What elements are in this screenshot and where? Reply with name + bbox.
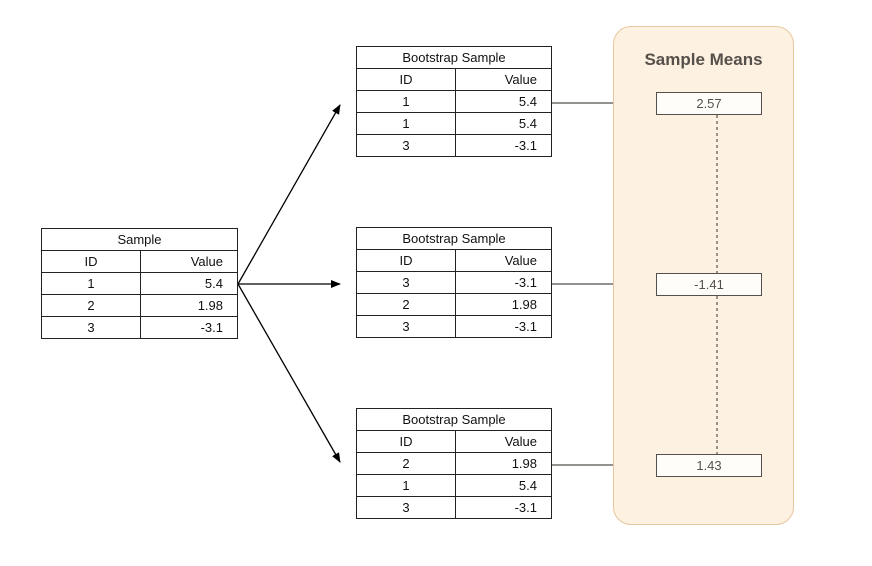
table-row: 1 5.4 [356, 112, 552, 135]
cell-id: 2 [41, 294, 141, 317]
column-header-id: ID [41, 250, 141, 273]
table-title: Bootstrap Sample [356, 46, 552, 69]
column-header-value: Value [455, 249, 552, 272]
sample-table: Sample ID Value 1 5.4 2 1.98 3 -3.1 [41, 228, 238, 339]
table-row: 1 5.4 [356, 90, 552, 113]
bootstrap-table-1: Bootstrap Sample ID Value 1 5.4 1 5.4 3 … [356, 46, 552, 157]
cell-value: 1.98 [140, 294, 238, 317]
column-header-id: ID [356, 68, 456, 91]
table-title: Bootstrap Sample [356, 227, 552, 250]
sample-means-title: Sample Means [644, 50, 763, 69]
cell-value: 5.4 [140, 272, 238, 295]
table-row: 2 1.98 [41, 294, 238, 317]
cell-id: 2 [356, 452, 456, 475]
column-header-id: ID [356, 249, 456, 272]
cell-id: 3 [356, 134, 456, 157]
table-row: 2 1.98 [356, 452, 552, 475]
cell-value: 5.4 [455, 90, 552, 113]
cell-value: -3.1 [140, 316, 238, 339]
table-row: 1 5.4 [41, 272, 238, 295]
cell-value: 1.98 [455, 293, 552, 316]
bootstrap-table-3: Bootstrap Sample ID Value 2 1.98 1 5.4 3… [356, 408, 552, 519]
cell-value: -3.1 [455, 271, 552, 294]
cell-id: 1 [356, 90, 456, 113]
column-header-value: Value [140, 250, 238, 273]
bootstrap-table-2: Bootstrap Sample ID Value 3 -3.1 2 1.98 … [356, 227, 552, 338]
cell-id: 3 [356, 315, 456, 338]
cell-id: 3 [41, 316, 141, 339]
table-row: 3 -3.1 [356, 315, 552, 338]
cell-value: 1.98 [455, 452, 552, 475]
table-row: 3 -3.1 [41, 316, 238, 339]
cell-id: 3 [356, 496, 456, 519]
cell-value: -3.1 [455, 134, 552, 157]
table-row: 3 -3.1 [356, 496, 552, 519]
table-row: 2 1.98 [356, 293, 552, 316]
column-header-value: Value [455, 68, 552, 91]
cell-value: -3.1 [455, 315, 552, 338]
mean-box-3: 1.43 [656, 454, 762, 477]
column-header-value: Value [455, 430, 552, 453]
cell-value: 5.4 [455, 474, 552, 497]
cell-value: -3.1 [455, 496, 552, 519]
mean-box-1: 2.57 [656, 92, 762, 115]
table-row: 3 -3.1 [356, 271, 552, 294]
table-title: Bootstrap Sample [356, 408, 552, 431]
cell-id: 2 [356, 293, 456, 316]
table-row: 3 -3.1 [356, 134, 552, 157]
table-title: Sample [41, 228, 238, 251]
mean-box-2: -1.41 [656, 273, 762, 296]
cell-id: 1 [356, 112, 456, 135]
cell-id: 1 [41, 272, 141, 295]
column-header-id: ID [356, 430, 456, 453]
cell-id: 1 [356, 474, 456, 497]
cell-value: 5.4 [455, 112, 552, 135]
arrow-to-bootstrap-3 [237, 283, 341, 463]
table-row: 1 5.4 [356, 474, 552, 497]
arrow-to-bootstrap-1 [237, 104, 341, 285]
cell-id: 3 [356, 271, 456, 294]
